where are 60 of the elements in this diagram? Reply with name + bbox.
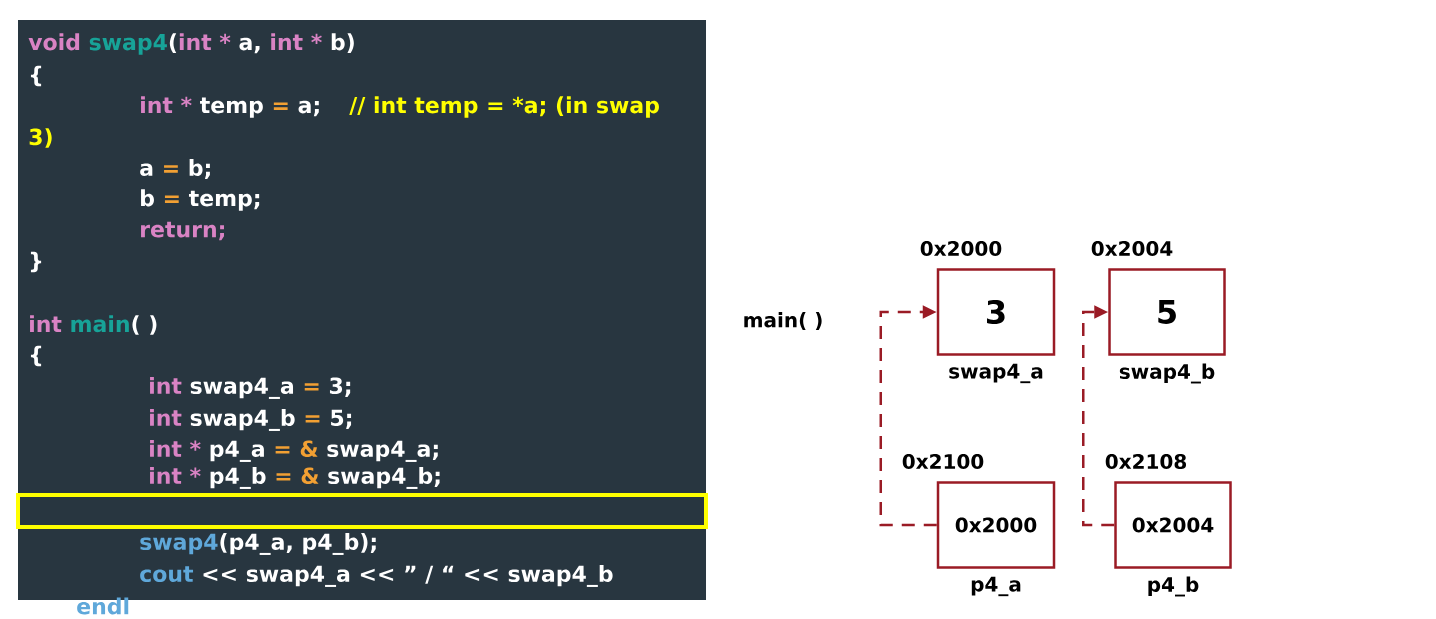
pointer-box: 0x2000 (936, 481, 1056, 569)
label: swap4_a; (327, 440, 438, 462)
label: swap4 (89, 34, 167, 55)
label: swap4_a (190, 377, 294, 399)
label: int * (141, 96, 192, 114)
code-line: int * p4_b = & swap4_b; (150, 467, 440, 489)
code-line: int * p4_a = & swap4_a; (150, 440, 438, 462)
code-line: cout << swap4_a << ” / “ << swap4_b (140, 565, 613, 587)
label: 3; (329, 377, 351, 397)
code-line: a = b; (140, 159, 210, 179)
code-line: b = temp; (141, 189, 260, 211)
address-label: 0x2108 (1105, 453, 1186, 470)
label: int (150, 409, 182, 426)
label: int * (150, 440, 201, 457)
variable-name-label: p4_a (971, 576, 1021, 597)
address-label: 0x2100 (902, 453, 984, 470)
label: int * (271, 33, 322, 51)
variable-name-label: p4_b (1148, 576, 1199, 597)
code-line: void swap4( int * a, int * b) (28, 33, 354, 55)
code-line: { (30, 65, 42, 87)
code-line: int swap4_b = 5; (150, 409, 352, 431)
code-line: int * temp = a; // int temp = *a; (in swap (141, 96, 659, 118)
label: = (273, 102, 288, 110)
code-line: return; (141, 221, 224, 241)
variable-name-label: swap4_b (1119, 363, 1215, 384)
value-box: 3 (936, 268, 1056, 356)
label: int (150, 377, 182, 394)
code-line: int main ( ) (30, 315, 157, 335)
variable-name-label: swap4_a (949, 363, 1043, 384)
address-label: 0x2000 (920, 240, 1002, 257)
address-label: 0x2004 (1091, 240, 1173, 257)
label: b) (331, 33, 354, 53)
label: p4_b (210, 467, 266, 489)
code-line: 3) (29, 128, 52, 148)
label: a, (239, 37, 260, 54)
code-line: { (30, 345, 42, 367)
function-label: main( ) (744, 312, 822, 330)
code-line: int swap4_a = 3; (150, 377, 351, 399)
label: swap4_b; (328, 467, 440, 489)
label: = & (276, 467, 319, 485)
label: // int temp = *a; (in swap (349, 96, 659, 118)
label: a; (298, 100, 319, 117)
label: 5; (331, 409, 352, 429)
label: swap4_b (190, 409, 295, 431)
label: temp (200, 97, 263, 118)
dashed-arrow (879, 305, 937, 527)
label: p4_a (210, 440, 264, 462)
label: = & (275, 440, 318, 458)
code-line: } (30, 251, 42, 273)
label: int * (179, 33, 231, 51)
dashed-arrow (1082, 305, 1115, 527)
code-line: endl (77, 597, 129, 615)
label: void (28, 33, 80, 51)
label: int * (150, 467, 201, 484)
pointer-box: 0x2004 (1114, 481, 1232, 569)
label: = (304, 383, 319, 391)
label: ( (169, 33, 177, 53)
label: = (305, 415, 320, 423)
value-box: 5 (1108, 268, 1226, 356)
code-line: swap4(p4_a, p4_b); (140, 533, 376, 555)
